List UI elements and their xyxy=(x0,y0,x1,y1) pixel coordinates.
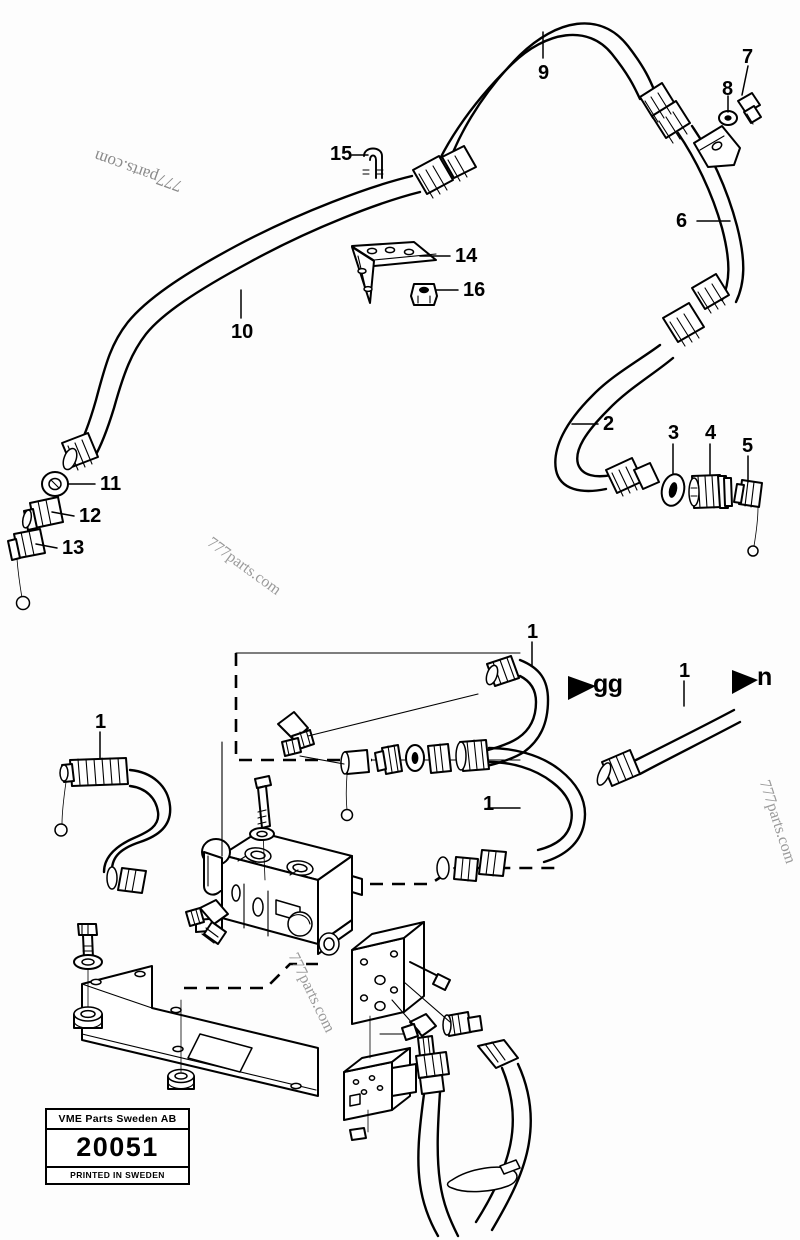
coupling-hose1-top xyxy=(485,655,520,687)
callout-14: 14 xyxy=(455,245,478,267)
quick-coupling-4 xyxy=(688,474,733,509)
dust-cap-13 xyxy=(7,528,46,561)
washer-8 xyxy=(718,110,738,126)
plate-nut-upper xyxy=(73,1006,103,1029)
hose-2 xyxy=(554,343,675,493)
fitting-row-center xyxy=(340,739,490,822)
title-block-number: 20051 xyxy=(47,1130,188,1168)
hose-1-lower-left xyxy=(102,768,172,874)
title-block-footer: PRINTED IN SWEDEN xyxy=(70,1170,165,1180)
hose-10 xyxy=(74,174,422,460)
callout-10: 10 xyxy=(231,321,254,343)
u-bolt-15 xyxy=(362,147,384,179)
coupling-hose6-lower xyxy=(662,273,730,347)
callout-11: 11 xyxy=(100,473,122,495)
chain-cap-13 xyxy=(15,558,31,611)
mounting-plate xyxy=(81,965,319,1097)
solenoid-block-lower xyxy=(343,1015,417,1141)
coupling-hose2-end xyxy=(605,457,660,497)
bracket-14 xyxy=(351,241,437,304)
coupling-hose10-top xyxy=(412,145,477,199)
solenoid-screw xyxy=(409,961,451,991)
valve-mounting-bolt xyxy=(254,775,272,881)
section-arrow-gg xyxy=(568,676,596,700)
callout-1-center-low: 1 xyxy=(483,793,495,815)
valve-bolt-washer xyxy=(249,827,275,841)
nipple-fitting-lower-b xyxy=(442,1011,483,1037)
callout-3: 3 xyxy=(668,422,680,444)
washer-11 xyxy=(41,471,69,497)
hose-exit-left xyxy=(417,1090,460,1238)
hose-1-center-right xyxy=(487,746,587,864)
seal-ring-valve xyxy=(318,932,340,956)
plate-nut-lower xyxy=(167,999,195,1090)
callout-12: 12 xyxy=(79,505,102,527)
hose-clamp-bracket-right xyxy=(693,125,741,168)
elbow-fitting-valve-left xyxy=(185,899,229,945)
callout-2: 2 xyxy=(603,413,615,435)
elbow-fitting-valve-top xyxy=(277,711,315,757)
chain-plug-5 xyxy=(747,506,759,557)
dashed-leader-plate xyxy=(184,962,318,990)
title-block-company: VME Parts Sweden AB xyxy=(47,1110,188,1130)
callout-16: 16 xyxy=(463,279,486,301)
coupling-hose-bottom-right xyxy=(477,1039,519,1069)
callout-7: 7 xyxy=(742,46,754,68)
callout-15: 15 xyxy=(330,143,353,165)
chain-coupling-1-left xyxy=(54,781,68,837)
coupling-hose1-left-bottom xyxy=(106,866,147,894)
coupling-hose-bottom-left xyxy=(415,1051,450,1095)
hose-tie-strap xyxy=(446,1159,521,1193)
callout-8: 8 xyxy=(722,78,734,100)
section-reference-n: n xyxy=(757,663,772,691)
nut-16 xyxy=(410,283,438,306)
title-block: VME Parts Sweden AB 20051 PRINTED IN SWE… xyxy=(45,1108,190,1185)
bolt-7 xyxy=(737,92,762,125)
callout-6: 6 xyxy=(676,210,688,232)
coupling-hose1-lower-right xyxy=(436,849,507,882)
callout-9: 9 xyxy=(538,62,550,84)
hose-1-far-right xyxy=(596,708,742,787)
callout-5: 5 xyxy=(742,435,754,457)
coupling-12 xyxy=(21,496,64,531)
callout-4: 4 xyxy=(705,422,717,444)
solenoid-block-upper xyxy=(351,921,425,1025)
coupling-hose10-end xyxy=(61,432,99,471)
callout-13: 13 xyxy=(62,537,85,559)
elbow-fitting-lower-a xyxy=(401,1013,437,1057)
plate-bolt-upper xyxy=(77,923,98,1011)
section-reference-gg: gg xyxy=(593,670,623,698)
quick-coupling-1-left xyxy=(59,757,129,787)
coupling-hose9-right xyxy=(639,82,691,144)
plate-washer-upper xyxy=(73,954,103,970)
callout-1-upper-center: 1 xyxy=(527,621,539,643)
section-arrow-n xyxy=(732,670,758,694)
hose-exit-right xyxy=(474,1062,532,1232)
callout-1-far-right: 1 xyxy=(679,660,691,682)
leader-lines xyxy=(35,31,749,1035)
dust-plug-5 xyxy=(733,479,763,508)
washer-3 xyxy=(660,473,686,507)
callout-1-lower-left: 1 xyxy=(95,711,107,733)
